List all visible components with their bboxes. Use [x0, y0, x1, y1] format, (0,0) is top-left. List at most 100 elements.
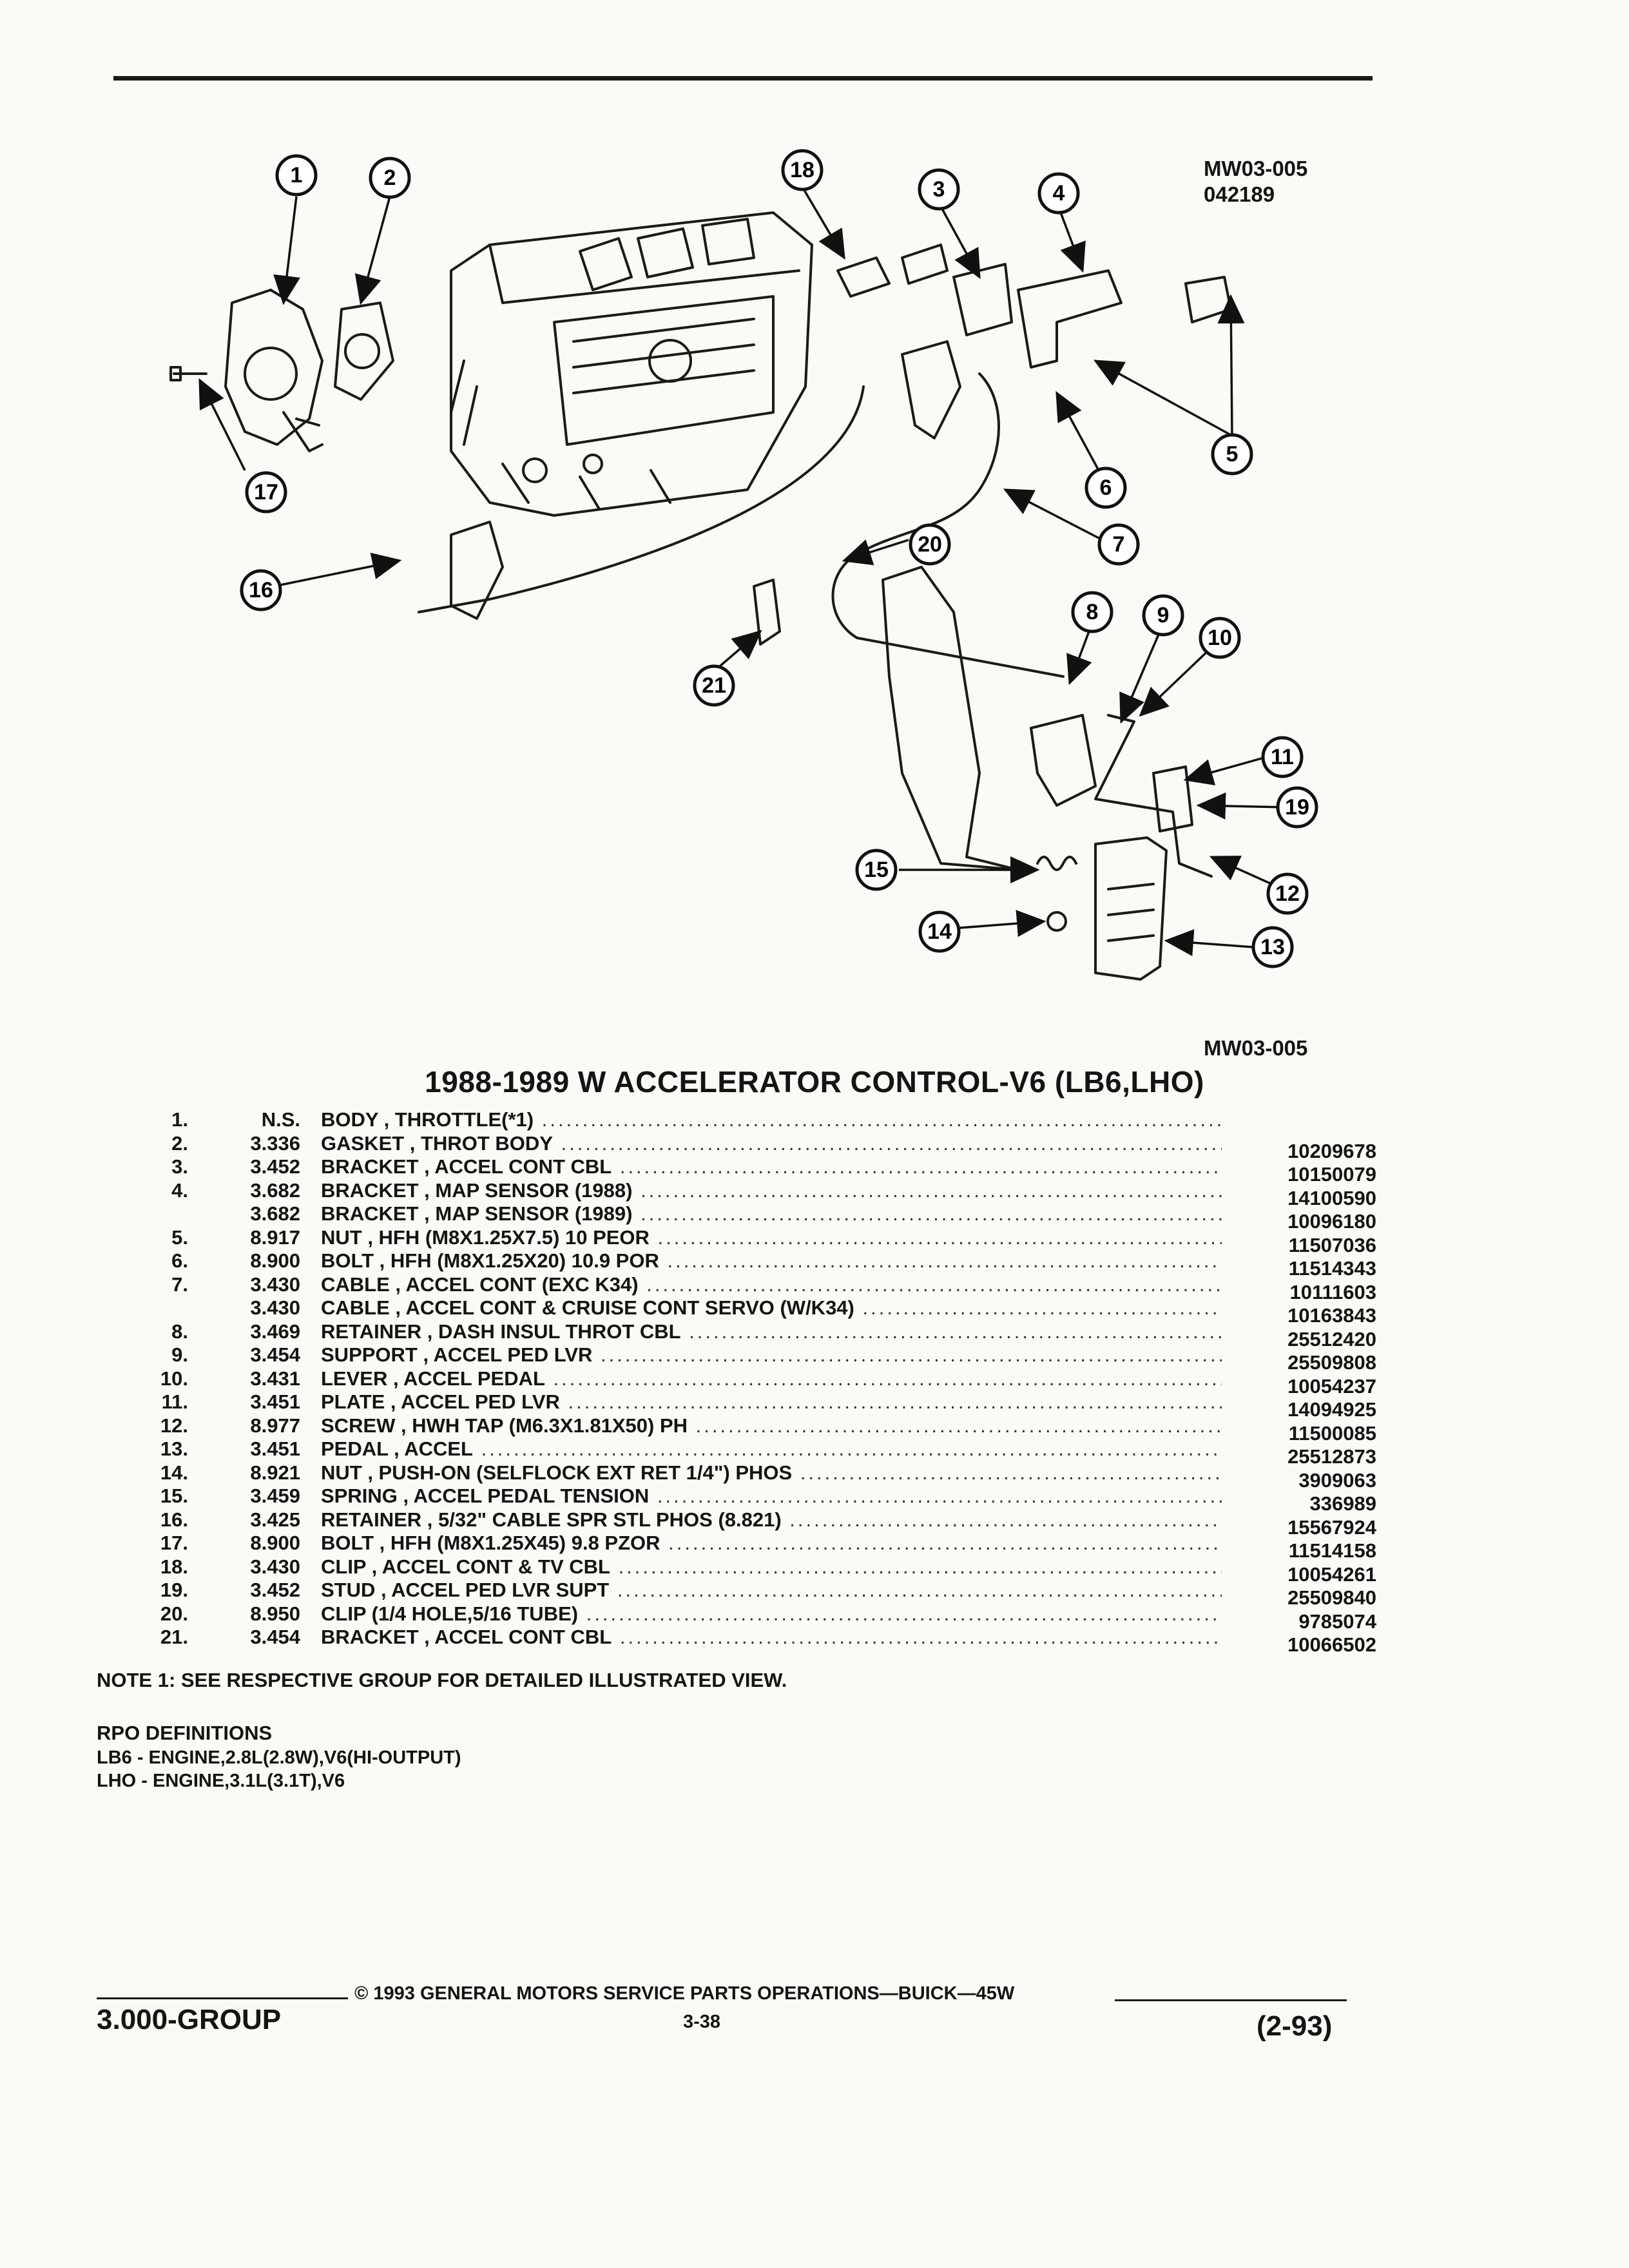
- pedal-spring: [1036, 856, 1077, 871]
- part-description: CLIP , ACCEL CONT & TV CBL: [321, 1555, 1222, 1579]
- item-number: 3.: [171, 1155, 188, 1178]
- parts-row: 4. 3.682 BRACKET , MAP SENSOR (1988) 141005…: [152, 1178, 1376, 1209]
- svg-text:9: 9: [1157, 603, 1170, 628]
- svg-text:14: 14: [927, 919, 952, 944]
- svg-text:7: 7: [1113, 532, 1125, 557]
- item-number: 1.: [171, 1108, 188, 1131]
- svg-text:21: 21: [702, 673, 726, 698]
- item-number: 10.: [160, 1367, 188, 1390]
- callout-21: 21: [693, 664, 735, 707]
- part-number: 11514158: [1288, 1539, 1376, 1562]
- svg-text:4: 4: [1053, 181, 1065, 206]
- svg-text:15: 15: [864, 858, 889, 882]
- part-description: BRACKET , ACCEL CONT CBL: [321, 1626, 1222, 1649]
- part-number: 25512873: [1287, 1445, 1376, 1468]
- rpo-definition: LB6 - ENGINE,2.8L(2.8W),V6(HI-OUTPUT): [97, 1747, 461, 1768]
- part-number: 3909063: [1298, 1468, 1376, 1492]
- callout-13: 13: [1251, 926, 1294, 968]
- item-number: 8.: [171, 1320, 188, 1343]
- svg-text:20: 20: [918, 532, 942, 557]
- part-number: 10054261: [1287, 1562, 1376, 1586]
- footer-rule: [1115, 1999, 1347, 2001]
- item-number: 5.: [171, 1225, 188, 1249]
- part-description: BOLT , HFH (M8X1.25X20) 10.9 POR: [321, 1249, 1222, 1273]
- callout-7: 7: [1097, 523, 1140, 566]
- part-number: 25509808: [1287, 1351, 1376, 1374]
- part-description: BODY , THROTTLE(*1): [321, 1108, 1222, 1131]
- group-number: 3.431: [250, 1367, 300, 1390]
- group-number: 3.451: [250, 1390, 300, 1413]
- firewall-dash-panel: [882, 566, 1019, 871]
- part-number: 11507036: [1288, 1233, 1376, 1256]
- push-on-nut: [1046, 911, 1067, 932]
- footer-page-number: 3-38: [683, 2012, 721, 2032]
- pedal-lever: [1094, 714, 1213, 878]
- callout-3: 3: [918, 168, 960, 211]
- rpo-heading: RPO DEFINITIONS: [97, 1722, 273, 1744]
- figure-id-number: MW03-005: [1204, 157, 1308, 180]
- group-number: 8.921: [250, 1461, 300, 1484]
- figure-id-code: 042189: [1204, 182, 1275, 206]
- item-number: 6.: [171, 1249, 188, 1272]
- part-number: 14094925: [1287, 1398, 1376, 1421]
- footer-copyright: © 1993 GENERAL MOTORS SERVICE PARTS OPER…: [354, 1983, 1015, 2004]
- cable-to-throttle: [418, 385, 865, 613]
- callout-4: 4: [1037, 172, 1080, 215]
- group-number: 3.682: [250, 1178, 300, 1202]
- part-number: 14100590: [1287, 1186, 1376, 1209]
- item-number: 7.: [171, 1273, 188, 1296]
- callout-19: 19: [1276, 786, 1318, 829]
- item-number: 18.: [160, 1555, 188, 1578]
- group-number: 3.430: [250, 1273, 300, 1296]
- exploded-view-diagram: 1 2 3 4 5 6 7 8 9 10 11 12 13 14 15 16 1…: [169, 149, 1318, 981]
- group-number: 3.452: [250, 1155, 300, 1178]
- svg-text:17: 17: [254, 480, 278, 505]
- item-number: 4.: [171, 1178, 188, 1202]
- part-number: 10163843: [1287, 1304, 1376, 1327]
- item-number: 15.: [160, 1485, 188, 1507]
- throttle-bolt: [169, 366, 207, 381]
- callout-8: 8: [1071, 591, 1113, 633]
- page-title: 1988-1989 W ACCELERATOR CONTROL-V6 (LB6,…: [425, 1065, 1204, 1099]
- part-number: 10150079: [1287, 1163, 1376, 1186]
- callout-1: 1: [275, 154, 318, 197]
- figure-id-bottom: MW03-005: [1204, 1036, 1308, 1060]
- group-number: 8.900: [250, 1532, 300, 1554]
- item-number: 17.: [160, 1532, 188, 1554]
- part-description: CABLE , ACCEL CONT & CRUISE CONT SERVO (…: [321, 1296, 1222, 1320]
- part-description: SCREW , HWH TAP (M6.3X1.81X50) PH: [321, 1414, 1222, 1437]
- part-description: BOLT , HFH (M8X1.25X45) 9.8 PZOR: [321, 1532, 1222, 1555]
- item-number: 19.: [160, 1579, 188, 1601]
- accelerator-pedal: [1094, 836, 1168, 981]
- svg-text:3: 3: [933, 177, 945, 202]
- callout-18: 18: [781, 149, 824, 191]
- callout-9: 9: [1142, 594, 1184, 637]
- svg-text:13: 13: [1260, 935, 1285, 959]
- note: NOTE 1: SEE RESPECTIVE GROUP FOR DETAILE…: [97, 1669, 787, 1691]
- callout-15: 15: [855, 849, 898, 891]
- part-description: BRACKET , MAP SENSOR (1988): [321, 1179, 1222, 1202]
- callout-14: 14: [918, 910, 961, 953]
- engine-assembly: [450, 211, 813, 517]
- parts-row: 17. 8.900 BOLT , HFH (M8X1.25X45) 9.8 PZOR…: [152, 1532, 1376, 1562]
- throttle-body: [224, 289, 323, 452]
- rpo-definition: LHO - ENGINE,3.1L(3.1T),V6: [97, 1771, 345, 1791]
- svg-text:1: 1: [291, 163, 303, 187]
- item-number: 2.: [171, 1131, 188, 1155]
- part-description: NUT , PUSH-ON (SELFLOCK EXT RET 1/4") PH…: [321, 1461, 1222, 1485]
- footer-revision-date: (2-93): [1257, 2010, 1333, 2042]
- callout-12: 12: [1266, 872, 1309, 915]
- svg-text:16: 16: [249, 578, 273, 602]
- group-number: 8.950: [250, 1602, 300, 1625]
- cable-bracket-lower: [753, 579, 781, 646]
- cable-retainer: [450, 521, 504, 620]
- part-number: 10096180: [1287, 1210, 1376, 1233]
